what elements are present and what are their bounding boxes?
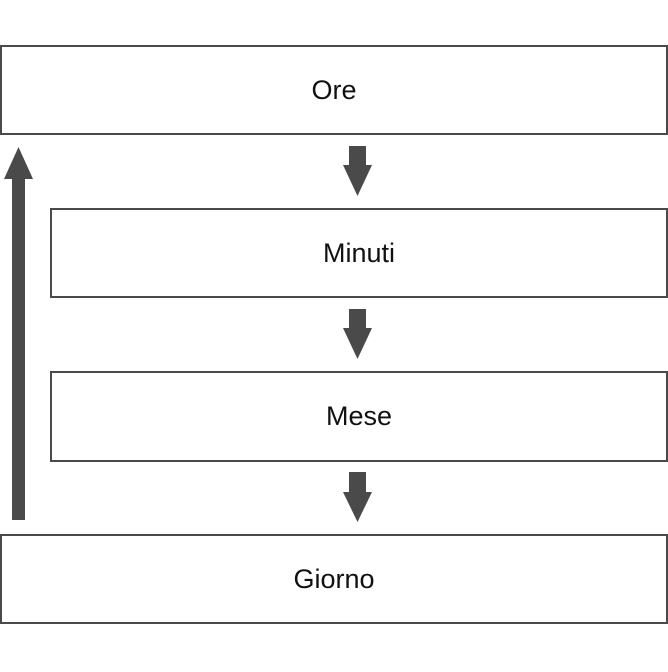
down-arrow-icon xyxy=(343,309,372,359)
step-label-minuti: Minuti xyxy=(322,237,396,268)
step-box-giorno: Giorno xyxy=(0,534,668,624)
step-box-mese: Mese xyxy=(50,371,668,462)
step-box-ore: Ore xyxy=(0,45,668,135)
step-label-mese: Mese xyxy=(325,401,393,431)
step-label-ore: Ore xyxy=(311,74,357,105)
step-box-minuti: Minuti xyxy=(50,208,668,298)
step-label-giorno: Giorno xyxy=(293,563,375,594)
down-arrow-icon xyxy=(343,146,372,196)
down-arrow-icon xyxy=(343,472,372,522)
up-arrow-icon xyxy=(4,147,33,520)
